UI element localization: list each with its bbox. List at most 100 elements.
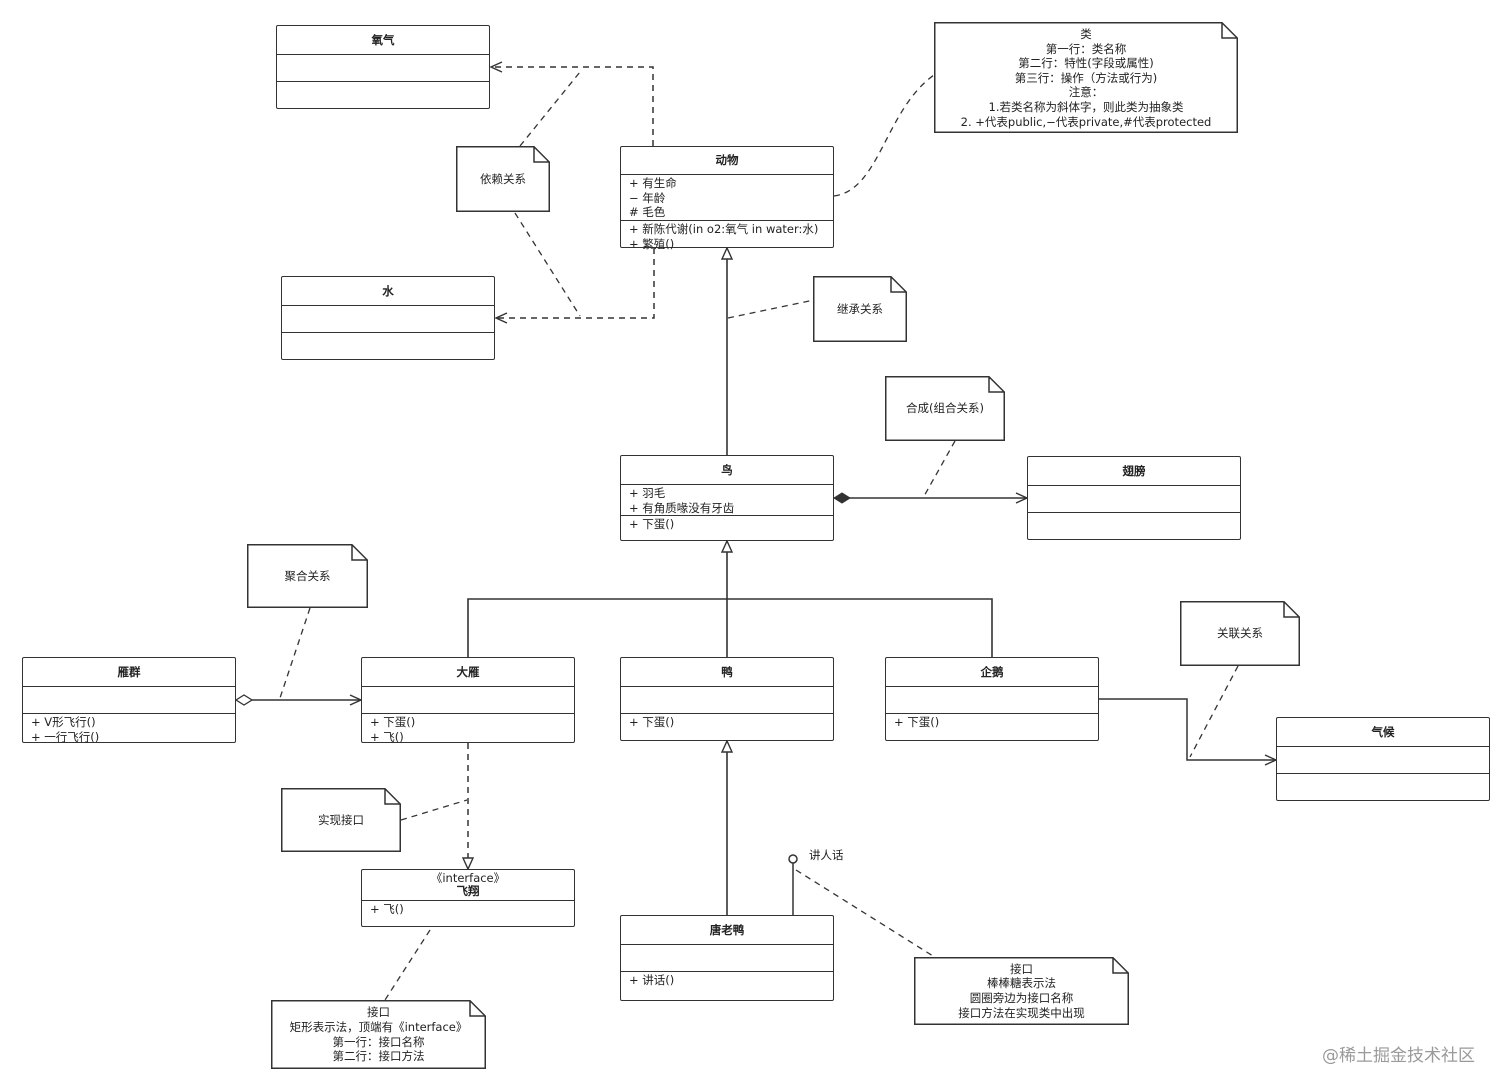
note-inheritance[interactable]: 继承关系 bbox=[813, 276, 907, 342]
attribute-item: + 有生命 bbox=[629, 176, 677, 190]
note-text: 类 第一行：类名称 第二行：特性(字段或属性) 第三行：操作（方法或行为) 注意… bbox=[934, 22, 1238, 133]
operation-item: + 下蛋() bbox=[629, 517, 675, 531]
note-line: 接口 bbox=[367, 1005, 390, 1020]
note-anchor-class-legend bbox=[833, 74, 935, 197]
operations-section bbox=[1028, 513, 1240, 538]
note-aggregation[interactable]: 聚合关系 bbox=[247, 544, 368, 608]
class-donald-duck[interactable]: 唐老鸭 + 讲话() bbox=[620, 915, 834, 1001]
note-text: 接口 棒棒糖表示法 圆圈旁边为接口名称 接口方法在实现类中出现 bbox=[914, 957, 1129, 1025]
class-water[interactable]: 水 bbox=[281, 276, 495, 360]
watermark: @稀土掘金技术社区 bbox=[1322, 1046, 1475, 1066]
operation-item: + 飞() bbox=[370, 902, 404, 916]
note-shape bbox=[281, 788, 401, 852]
class-bird[interactable]: 鸟 + 羽毛 + 有角质喙没有牙齿 + 下蛋() bbox=[620, 455, 834, 541]
lollipop-circle bbox=[788, 854, 798, 864]
operations-section: + 讲话() bbox=[621, 972, 833, 1000]
note-anchor-dependency-top bbox=[519, 71, 581, 147]
note-text: 实现接口 bbox=[281, 788, 401, 852]
operations-section bbox=[1277, 774, 1489, 799]
note-realization[interactable]: 实现接口 bbox=[281, 788, 401, 852]
class-duck[interactable]: 鸭 + 下蛋() bbox=[620, 657, 834, 741]
operation-item: + 飞() bbox=[370, 729, 404, 744]
class-name: 气候 bbox=[1277, 718, 1489, 747]
note-line: 第二行：特性(字段或属性) bbox=[1018, 56, 1154, 71]
note-shape bbox=[914, 957, 1129, 1025]
note-line: 合成(组合关系) bbox=[906, 401, 984, 416]
note-anchor-aggregation bbox=[279, 607, 311, 699]
class-oxygen[interactable]: 氧气 bbox=[276, 25, 490, 109]
note-anchor-interface-lollipop bbox=[795, 869, 934, 957]
note-shape bbox=[934, 22, 1238, 133]
note-line: 接口方法在实现类中出现 bbox=[958, 1005, 1085, 1020]
note-association[interactable]: 关联关系 bbox=[1180, 601, 1300, 666]
operations-section: + 下蛋() bbox=[621, 714, 833, 739]
note-anchor-dependency-bottom bbox=[514, 212, 581, 317]
class-climate[interactable]: 气候 bbox=[1276, 717, 1490, 801]
note-line: 类 bbox=[1080, 27, 1092, 41]
class-flock[interactable]: 雁群 + V形飞行() + 一行飞行() bbox=[22, 657, 236, 744]
attributes-section: + 有生命 − 年龄 # 毛色 bbox=[621, 175, 833, 221]
note-line: 2. +代表public,−代表private,#代表protected bbox=[960, 114, 1212, 129]
class-penguin[interactable]: 企鹅 + 下蛋() bbox=[885, 657, 1099, 741]
operation-item: + 下蛋() bbox=[894, 715, 940, 729]
interface-name: 飞翔 bbox=[456, 884, 480, 898]
class-name: 大雁 bbox=[362, 658, 574, 687]
note-text: 依赖关系 bbox=[456, 146, 550, 212]
inheritance-subclasses-line bbox=[467, 598, 993, 657]
dependency-water-line bbox=[494, 248, 655, 324]
operations-section: + 下蛋() bbox=[886, 714, 1098, 739]
note-interface-rect[interactable]: 接口 矩形表示法，顶端有《interface》 第一行：接口名称 第二行：接口方… bbox=[271, 1000, 486, 1069]
operation-item: + 下蛋() bbox=[629, 715, 675, 729]
association-line bbox=[1099, 698, 1278, 766]
attributes-section bbox=[282, 306, 494, 333]
note-shape bbox=[271, 1000, 486, 1069]
note-anchor-association bbox=[1189, 665, 1239, 758]
attribute-item: # 毛色 bbox=[629, 205, 666, 219]
attributes-section bbox=[621, 687, 833, 714]
note-composition[interactable]: 合成(组合关系) bbox=[885, 376, 1005, 441]
note-shape bbox=[813, 276, 907, 342]
class-animal[interactable]: 动物 + 有生命 − 年龄 # 毛色 + 新陈代谢(in o2:氧气 in wa… bbox=[620, 146, 834, 251]
note-text: 关联关系 bbox=[1180, 601, 1300, 666]
note-line: 棒棒糖表示法 bbox=[987, 976, 1056, 991]
attribute-item: − 年龄 bbox=[629, 190, 666, 205]
note-shape bbox=[885, 376, 1005, 441]
lollipop-interface-label: 讲人话 bbox=[809, 848, 844, 862]
note-line: 关联关系 bbox=[1217, 626, 1263, 641]
attributes-section bbox=[621, 945, 833, 972]
attributes-section bbox=[1028, 486, 1240, 513]
class-name: 鸟 bbox=[621, 456, 833, 485]
attributes-section bbox=[362, 687, 574, 714]
note-class-legend[interactable]: 类 第一行：类名称 第二行：特性(字段或属性) 第三行：操作（方法或行为) 注意… bbox=[934, 22, 1238, 133]
note-line: 继承关系 bbox=[837, 301, 883, 316]
note-line: 矩形表示法，顶端有《interface》 bbox=[289, 1019, 468, 1034]
attributes-section bbox=[1277, 747, 1489, 774]
class-goose[interactable]: 大雁 + 下蛋() + 飞() bbox=[361, 657, 575, 744]
note-text: 继承关系 bbox=[813, 276, 907, 342]
note-dependency[interactable]: 依赖关系 bbox=[456, 146, 550, 212]
operation-item: + 下蛋() bbox=[370, 715, 416, 729]
operations-section: + 新陈代谢(in o2:氧气 in water:水) + 繁殖() bbox=[621, 221, 833, 251]
dependency-oxygen-line bbox=[489, 61, 654, 146]
note-line: 实现接口 bbox=[318, 812, 364, 827]
operation-item: + 一行飞行() bbox=[31, 729, 100, 744]
note-line: 圆圈旁边为接口名称 bbox=[969, 991, 1074, 1005]
note-line: 依赖关系 bbox=[480, 171, 526, 186]
operations-section: + V形飞行() + 一行飞行() bbox=[23, 714, 235, 744]
composition-diamond bbox=[833, 492, 851, 504]
attributes-section bbox=[23, 687, 235, 714]
class-name: 水 bbox=[282, 277, 494, 306]
operation-item: + 新陈代谢(in o2:氧气 in water:水) bbox=[629, 222, 819, 236]
interface-fly[interactable]: 《interface》 飞翔 + 飞() bbox=[361, 869, 575, 927]
note-anchor-realization bbox=[400, 799, 468, 821]
attribute-item: + 羽毛 bbox=[629, 486, 666, 500]
note-interface-lollipop[interactable]: 接口 棒棒糖表示法 圆圈旁边为接口名称 接口方法在实现类中出现 bbox=[914, 957, 1129, 1025]
class-name: 企鹅 bbox=[886, 658, 1098, 687]
note-anchor-inheritance bbox=[727, 299, 815, 319]
class-name: 雁群 bbox=[23, 658, 235, 687]
note-shape bbox=[247, 544, 368, 608]
operations-section: + 飞() bbox=[362, 901, 574, 925]
class-name: 鸭 bbox=[621, 658, 833, 687]
class-wing[interactable]: 翅膀 bbox=[1027, 456, 1241, 540]
